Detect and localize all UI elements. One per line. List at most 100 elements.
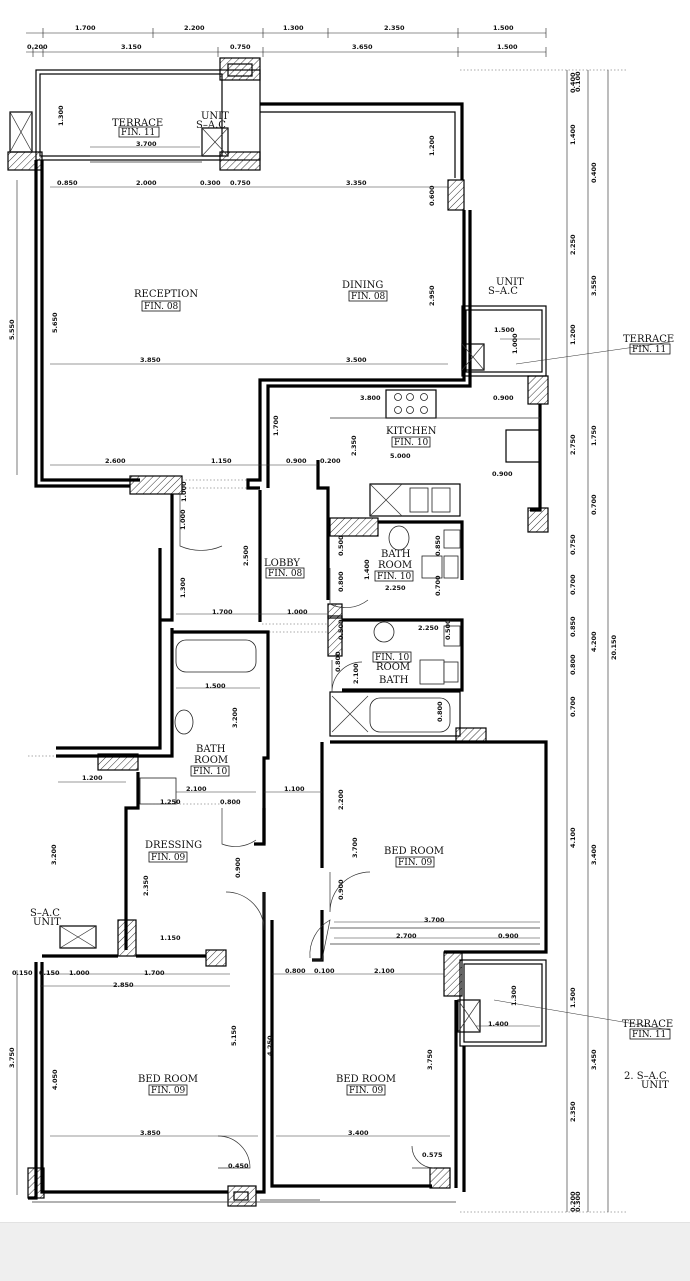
rdim1-8: 0.800 [569,654,577,675]
rdim2-2: 3.550 [590,275,598,296]
dim-dressing-1: 1.150 [160,934,181,942]
top-dim-7: 3.150 [121,43,142,51]
room-line1: ROOM [376,662,410,673]
rdim-total: 20.150 [610,634,618,660]
label-unit-lower: 2. S–A.C UNIT [624,1071,669,1091]
ldim-2: 3.200 [50,844,58,865]
room-bedroom-mid: BED ROOM FIN. 09 [384,846,444,868]
viewer-bottom-bar [0,1222,690,1281]
room-fin: FIN. 11 [632,1030,666,1040]
dim-ter-low-1: 1.400 [488,1020,509,1028]
room-line1: BATH [381,549,411,560]
room-name: BED ROOM [138,1074,198,1085]
rdim2-5: 4.200 [590,631,598,652]
dim-dressing-0: 2.350 [142,875,150,896]
unit-line2: S–A.C [488,286,518,297]
floor-plan: 1.700 2.200 1.300 2.350 1.500 0.200 3.15… [7,24,674,1213]
room-reception: RECEPTION FIN. 08 [134,289,198,312]
dim-bath1-5: 0.700 [434,575,442,596]
rdim2-0: 0.100 [574,71,582,92]
dim-lobby-v-4: 1.000 [180,481,188,502]
unit-line1: UNIT [201,111,229,122]
dim-bedmid-2: 0.900 [498,932,519,940]
dim-lobby-v-0: 1.700 [272,415,280,436]
dim-bath1-2: 1.400 [363,559,371,580]
room-fin: FIN. 08 [144,302,179,312]
dim-bottom-1: 0.575 [422,1151,443,1159]
room-bath-3: BATH ROOM FIN. 10 [190,744,230,777]
room-fin: FIN. 10 [193,767,228,777]
dim-bed-w-0: 3.850 [140,1129,161,1137]
room-fin: FIN. 09 [398,858,433,868]
dim-kitchen-h: 2.350 [350,435,358,456]
left-dimension-chain: 5.550 5.650 3.200 3.750 [8,180,59,1195]
dim-mid-5: 0.900 [337,879,345,900]
top-dimension-chain: 1.700 2.200 1.300 2.350 1.500 0.200 3.15… [26,24,547,57]
dim-ter-low-0: 1.300 [510,985,518,1006]
room-line2: ROOM [194,755,228,766]
dim-mid-0: 1.200 [82,774,103,782]
top-dim-5: 1.500 [493,24,514,32]
dim-dining-h1: 1.200 [428,135,436,156]
room-dining: DINING FIN. 08 [342,280,388,302]
dim-dining-h2: 0.600 [428,185,436,206]
rdim2-1: 0.400 [590,162,598,183]
top-dim-2: 2.200 [184,24,205,32]
room-bedroom-left: BED ROOM FIN. 09 [138,1074,198,1096]
dim-bath3-1: 3.200 [231,707,239,728]
dim-lobby-w-0: 1.700 [212,608,233,616]
dim-bath3-3: 0.800 [220,798,241,806]
room-name: RECEPTION [134,289,198,300]
room-fin: FIN. 10 [394,438,429,448]
dim-row-c-2: 1.000 [69,969,90,977]
ldim-0: 5.550 [8,319,16,340]
dim-row-b-1: 1.150 [211,457,232,465]
room-fin: FIN. 11 [632,345,666,355]
dim-bed-v-0: 4.050 [51,1069,59,1090]
dim-bedmid-0: 3.700 [424,916,445,924]
dim-bed-w-1: 3.400 [348,1129,369,1137]
dim-kitchen-c: 5.000 [390,452,411,460]
right-dim-labels-col2: 0.100 0.400 3.550 1.750 0.700 4.200 3.40… [574,71,618,1212]
dim-kitchen-b: 0.900 [493,394,514,402]
dim-row-c-0: 0.150 [12,969,33,977]
dim-din-w: 3.500 [346,356,367,364]
rdim1-1: 1.400 [569,124,577,145]
rdim1-9: 0.700 [569,696,577,717]
dim-bath3-4: 1.250 [160,798,181,806]
rdim1-13: 0.200 [569,1191,577,1212]
rdim2-8: 0.300 [574,1191,582,1212]
dim-row-c-1: 0.150 [39,969,60,977]
room-bath-1: BATH ROOM FIN. 10 [374,549,414,582]
dim-row-b-3: 0.200 [320,457,341,465]
dim-row-b-2: 0.900 [286,457,307,465]
dim-lobby-w-1: 1.000 [287,608,308,616]
room-line2: ROOM [378,560,412,571]
ldim-3: 3.750 [8,1047,16,1068]
dim-bed-v-3: 3.750 [426,1049,434,1070]
dim-mid-2: 2.200 [337,789,345,810]
dim-bath3-2: 2.100 [186,785,207,793]
dim-kitchen-a: 3.800 [360,394,381,402]
room-bedroom-right: BED ROOM FIN. 09 [336,1074,396,1096]
unit-line2: UNIT [641,1080,669,1091]
dim-bath1-0: 0.500 [337,535,345,556]
dim-lobby-v-2: 1.300 [179,577,187,598]
room-terrace-lower: TERRACE FIN. 11 [622,1019,673,1040]
unit-line1: UNIT [496,277,524,288]
dim-bath2-3: 0.800 [334,651,342,672]
room-fin: FIN. 08 [351,292,386,302]
room-fin: FIN. 09 [151,853,186,863]
rdim1-2: 2.250 [569,234,577,255]
room-kitchen: KITCHEN FIN. 10 [386,426,437,448]
room-line1: BATH [196,744,226,755]
unit-line1: S–A.C [30,908,60,919]
unit-line1: 2. S–A.C [624,1071,667,1082]
room-fin: FIN. 10 [375,653,410,663]
unit-line2: UNIT [33,917,61,928]
dim-mid-3: 3.700 [351,837,359,858]
label-unit-right: UNIT S–A.C [488,277,524,297]
dim-row-c-5: 0.800 [285,967,306,975]
walls [7,57,549,1207]
room-terrace-right: TERRACE FIN. 11 [623,334,674,355]
